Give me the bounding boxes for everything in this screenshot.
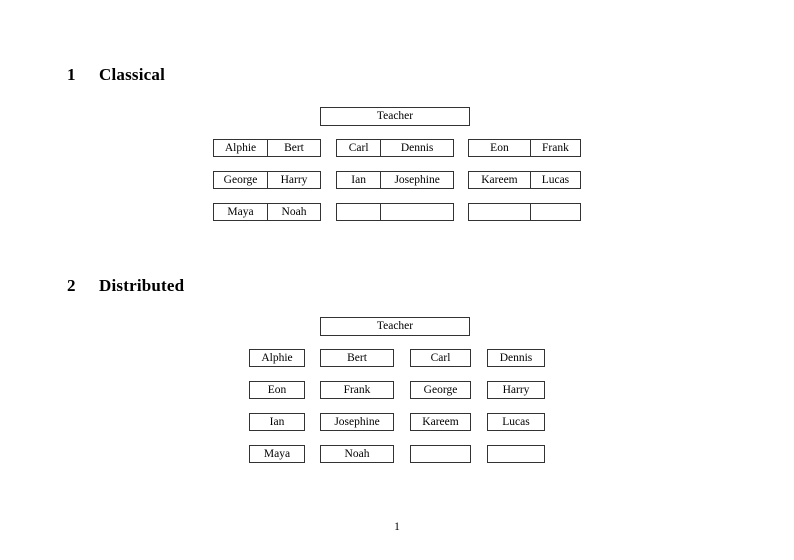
classical-cell: Harry (266, 172, 320, 188)
classical-cell-empty (380, 204, 453, 220)
distributed-cell: Lucas (487, 413, 545, 431)
classical-group-b-row-1: Carl Dennis (336, 139, 454, 157)
distributed-teacher-box: Teacher (320, 317, 470, 336)
classical-group-b-row-2: Ian Josephine (336, 171, 454, 189)
distributed-cell-empty (410, 445, 471, 463)
classical-cell: Eon (490, 142, 509, 154)
distributed-cell: Josephine (320, 413, 394, 431)
classical-cell-empty (529, 204, 580, 220)
section-title: Distributed (99, 276, 185, 295)
classical-cell: Bert (266, 140, 320, 156)
section-title: Classical (99, 65, 166, 84)
classical-cell: Frank (529, 140, 580, 156)
distributed-cell: Bert (320, 349, 394, 367)
distributed-cell: Frank (320, 381, 394, 399)
classical-teacher-box: Teacher (320, 107, 470, 126)
classical-group-a-row-2: George Harry (213, 171, 321, 189)
distributed-cell: Maya (249, 445, 305, 463)
distributed-cell: George (410, 381, 471, 399)
page-number: 1 (394, 521, 400, 533)
classical-group-c-row-2: Kareem Lucas (468, 171, 581, 189)
classical-group-a-row-1: Alphie Bert (213, 139, 321, 157)
distributed-cell: Ian (249, 413, 305, 431)
section-number: 1 (67, 65, 76, 84)
classical-cell: George (223, 174, 258, 186)
classical-cell: Noah (266, 204, 320, 220)
classical-cell: Ian (351, 174, 366, 186)
classical-cell: Maya (227, 206, 254, 218)
distributed-cell: Kareem (410, 413, 471, 431)
distributed-cell: Dennis (487, 349, 545, 367)
classical-cell: Dennis (380, 140, 453, 156)
classical-cell: Kareem (481, 174, 518, 186)
distributed-cell: Carl (410, 349, 471, 367)
section-heading-classical: 1 Classical (67, 66, 165, 83)
distributed-cell: Eon (249, 381, 305, 399)
distributed-cell: Harry (487, 381, 545, 399)
classical-cell-empty (337, 204, 380, 220)
classical-group-c-row-1: Eon Frank (468, 139, 581, 157)
distributed-cell: Alphie (249, 349, 305, 367)
classical-cell: Lucas (529, 172, 580, 188)
classical-cell: Josephine (380, 172, 453, 188)
classical-group-c-row-3 (468, 203, 581, 221)
classical-cell-empty (469, 204, 530, 220)
distributed-cell-empty (487, 445, 545, 463)
classical-cell: Carl (348, 142, 369, 154)
classical-cell: Alphie (224, 142, 257, 154)
distributed-cell: Noah (320, 445, 394, 463)
classical-group-a-row-3: Maya Noah (213, 203, 321, 221)
classical-group-b-row-3 (336, 203, 454, 221)
section-heading-distributed: 2 Distributed (67, 277, 184, 294)
section-number: 2 (67, 276, 76, 295)
